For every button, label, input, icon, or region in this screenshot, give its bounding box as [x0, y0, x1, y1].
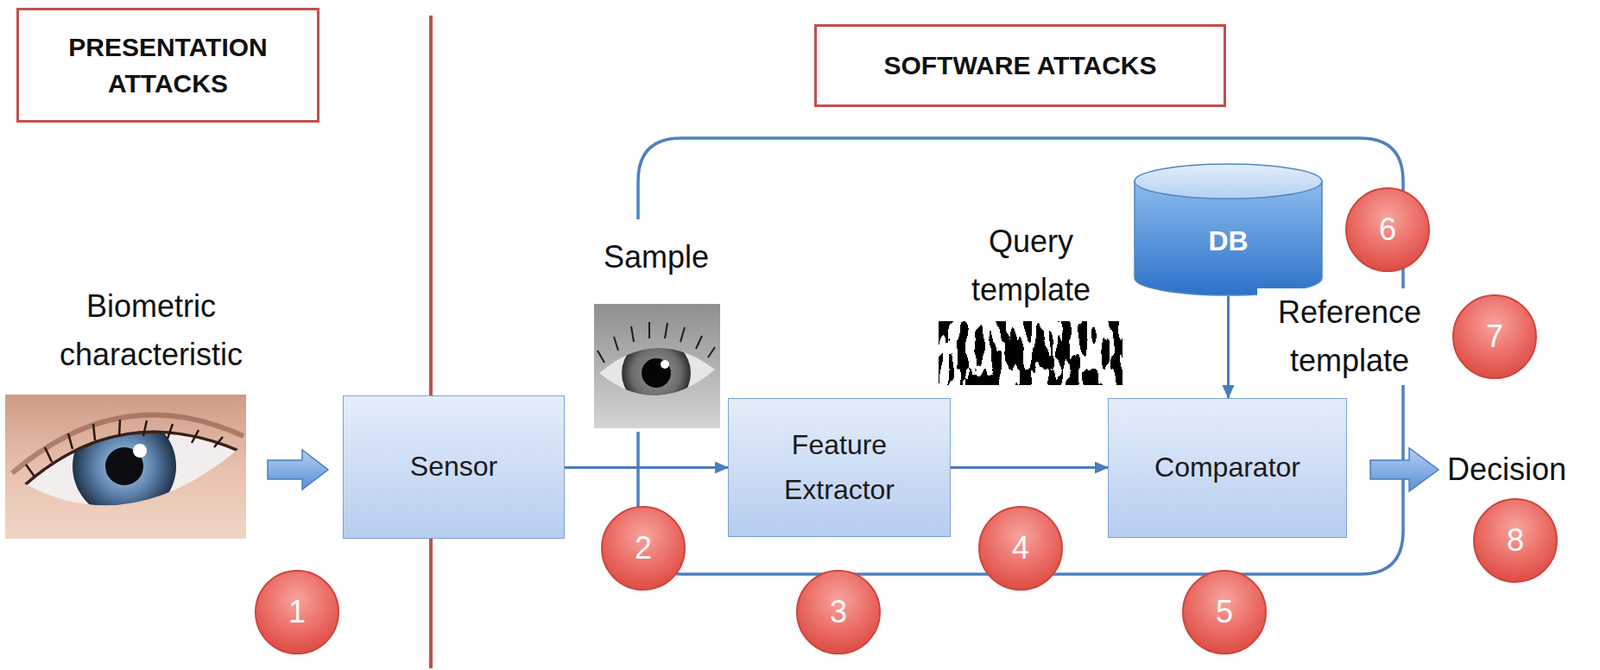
callout-number: 6 — [1378, 214, 1397, 246]
eye-lashes — [25, 419, 223, 477]
attack-category-box: PRESENTATION ATTACKS — [16, 7, 320, 123]
label-text: Query template — [934, 217, 1128, 315]
callout-number: 7 — [1486, 321, 1504, 353]
box-label: PRESENTATION ATTACKS — [29, 29, 307, 102]
flow-arrow — [950, 466, 1108, 469]
label-text: Biometric characteristic — [24, 282, 279, 380]
stage-label: Sample — [569, 233, 743, 282]
divider-line — [429, 15, 433, 669]
stage-label: Reference template — [1257, 288, 1442, 386]
query-template-image — [938, 321, 1123, 386]
eye-upper-lid — [24, 430, 239, 484]
sample-pupil — [641, 358, 671, 388]
eye-skin — [5, 394, 247, 539]
label-text: Reference template — [1257, 288, 1442, 386]
callout-circle-fill — [601, 506, 685, 590]
callout-number: 8 — [1506, 524, 1525, 557]
sample-lashes — [597, 322, 715, 363]
database-cylinder: DB — [1133, 163, 1323, 297]
callout-number: 5 — [1215, 596, 1234, 628]
callout-circle: 1 — [253, 569, 341, 656]
sample-background — [594, 303, 721, 429]
label-text: Sample — [600, 233, 713, 282]
box-label: DB — [1207, 225, 1248, 258]
callout-circle-fill — [255, 570, 339, 654]
database-top — [1134, 164, 1322, 199]
eye-photo — [5, 394, 247, 539]
flow-arrow — [564, 466, 728, 469]
callout-circle: 7 — [1451, 293, 1538, 380]
callout-circle-fill — [1182, 570, 1266, 654]
box-label: Sensor — [410, 444, 498, 489]
process-box: Comparator — [1107, 398, 1348, 538]
label-text: Decision — [1443, 445, 1570, 494]
callout-circle-fill — [1453, 295, 1537, 379]
process-box: Feature Extractor — [727, 398, 951, 538]
flow-arrow — [1226, 296, 1230, 399]
eye-highlight — [132, 443, 147, 458]
callout-number: 2 — [634, 532, 652, 564]
sample-image — [594, 303, 721, 429]
sample-highlight — [660, 360, 670, 369]
output-label: Decision — [1441, 445, 1573, 494]
block-arrow — [267, 449, 329, 490]
callout-circle-fill — [796, 570, 880, 654]
sample-iris — [621, 338, 691, 408]
callout-circle: 2 — [600, 505, 687, 592]
callout-circle-fill — [979, 506, 1063, 590]
callout-number: 3 — [829, 596, 848, 628]
characteristic-label: Biometric characteristic — [24, 282, 279, 380]
box-label: Feature Extractor — [739, 423, 940, 512]
callout-circle-fill — [1346, 188, 1430, 272]
attack-category-box: SOFTWARE ATTACKS — [814, 24, 1227, 108]
callout-circle: 6 — [1344, 186, 1431, 273]
callout-circle-fill — [1473, 499, 1557, 582]
eye-iris — [72, 414, 177, 519]
process-box: Sensor — [342, 395, 565, 539]
box-label: SOFTWARE ATTACKS — [883, 47, 1157, 84]
callout-circle: 5 — [1181, 569, 1268, 656]
block-arrow — [1370, 448, 1439, 492]
callout-circle: 4 — [977, 505, 1064, 592]
callout-circle: 3 — [795, 569, 882, 656]
callout-number: 4 — [1011, 532, 1030, 564]
stage-label: Query template — [934, 217, 1128, 315]
box-label: Comparator — [1154, 445, 1301, 490]
callout-number: 1 — [288, 596, 306, 628]
callout-circle: 8 — [1472, 497, 1559, 584]
